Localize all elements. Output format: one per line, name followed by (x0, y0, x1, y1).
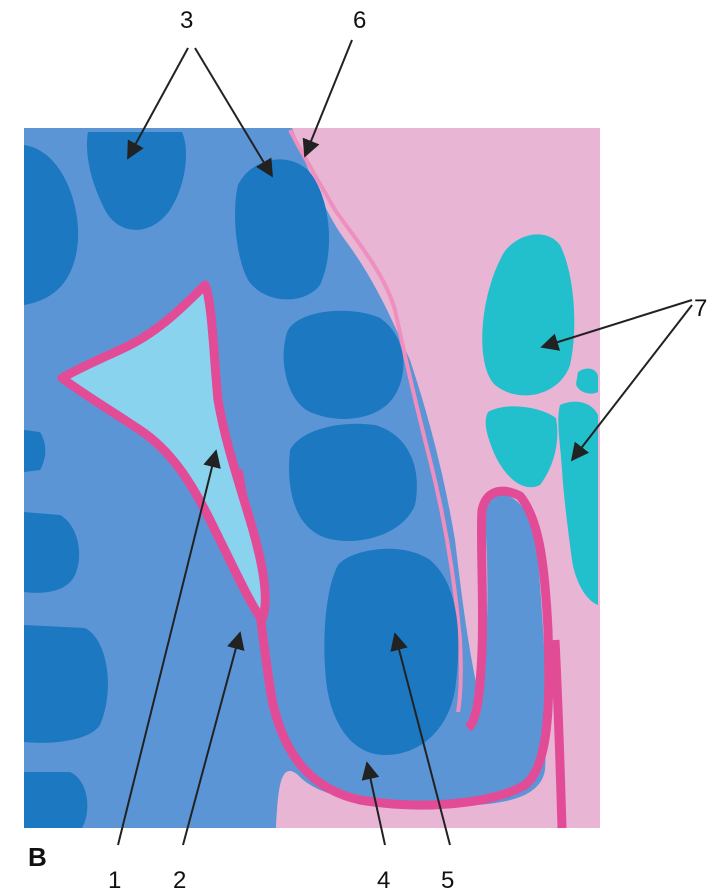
panel-letter: B (28, 842, 47, 872)
nodule (24, 772, 87, 828)
nodule (235, 159, 329, 299)
callout-1: 1 (108, 867, 121, 894)
callout-7: 7 (694, 295, 707, 322)
nodule (289, 424, 417, 541)
callout-2: 2 (173, 867, 186, 894)
callout-3: 3 (180, 7, 193, 34)
nodule (24, 430, 45, 472)
nodule (24, 625, 108, 743)
callout-6: 6 (353, 7, 366, 34)
nodule (284, 311, 404, 419)
nodule (324, 549, 458, 755)
callout-4: 4 (377, 867, 390, 894)
callout-5: 5 (441, 867, 454, 894)
